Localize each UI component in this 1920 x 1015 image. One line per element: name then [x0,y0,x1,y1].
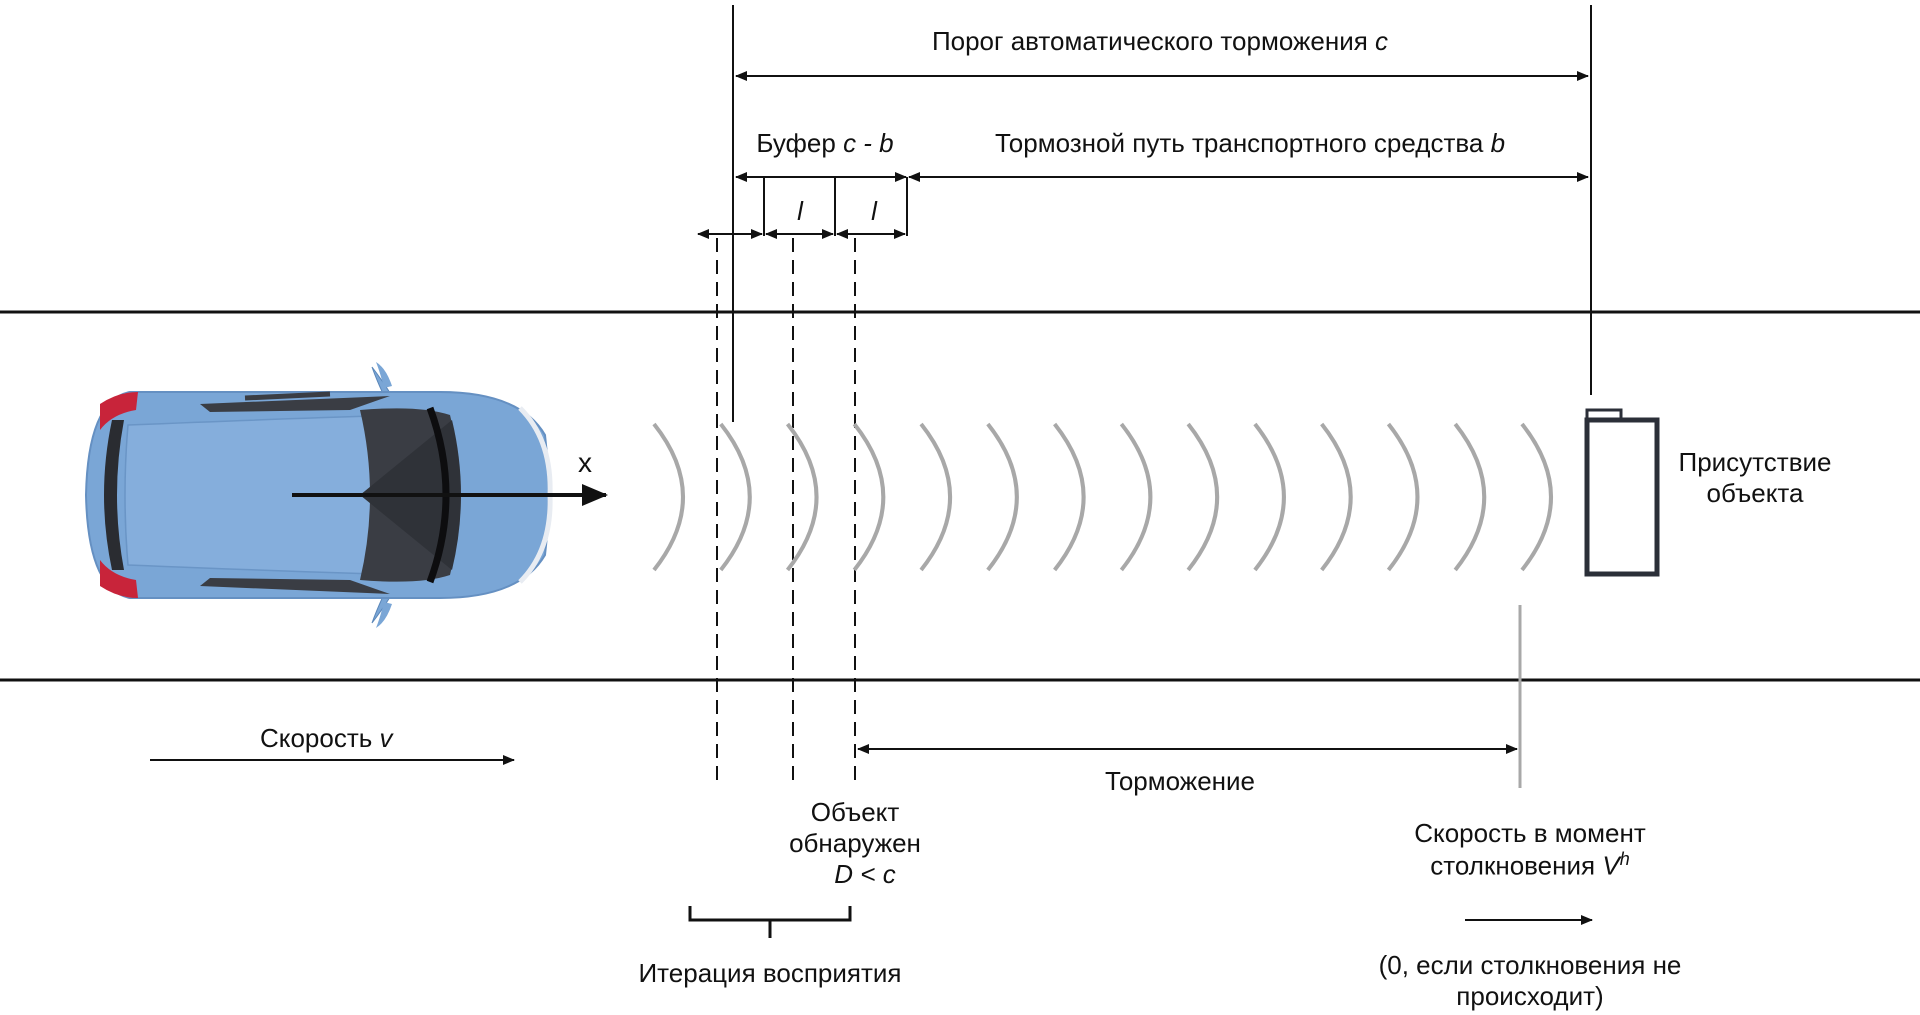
sensor-wave-arc [1453,422,1487,572]
object-presence-label: Присутствие объекта [1660,447,1850,509]
sensor-wave-arc [1520,422,1553,572]
speed-var: v [379,723,393,753]
object-detected-line-3: D < c [834,859,896,890]
buffer-label: Буфер c - b [740,128,910,159]
sensor-wave-arc [785,422,819,572]
impact-speed-sup: h [1619,849,1630,870]
sensor-wave-arc [986,422,1019,572]
sensor-wave-arc [919,422,953,572]
sensor-waves [652,422,1553,572]
speed-text: Скорость [260,723,373,753]
sensor-wave-arc [1119,422,1153,572]
object-presence-line-1: Присутствие [1678,447,1832,477]
buffer-var: c - b [843,128,894,158]
no-collision-line-2: происходит) [1456,981,1604,1012]
threshold-text: Порог автоматического торможения [931,26,1368,56]
object-presence-line-2: объекта [1706,478,1804,509]
no-collision-line-1: (0, если столкновения не [1378,950,1682,980]
sensor-wave-arc [1053,422,1086,572]
perception-iteration-label: Итерация восприятия [638,958,902,988]
interval-label-1: l [797,196,803,226]
impact-speed-line-2: столкновения [1430,850,1596,881]
sensor-wave-arc [1253,422,1286,572]
object-detected-line-1: Объект [810,797,900,827]
sensor-wave-arc [1186,422,1220,572]
sensor-wave-arc [652,422,685,572]
sensor-wave-arc [719,422,752,572]
braking-distance-text: Тормозной путь транспортного средства [994,128,1484,158]
impact-speed-line-1: Скорость в момент [1414,818,1646,848]
threshold-var: c [1375,26,1389,56]
perception-bracket [688,906,852,938]
speed-label: Скорость v [260,723,393,754]
sensor-wave-arc [1386,422,1420,572]
interval-label-2: l [871,196,877,226]
object-detected-line-2: обнаружен [789,828,921,859]
axis-x-label: x [578,447,592,478]
sensor-wave-arc [1320,422,1353,572]
braking-distance-label: Тормозной путь транспортного средства b [920,128,1580,159]
buffer-text: Буфер [756,128,836,158]
impact-speed-label: Скорость в момент столкновения Vh [1370,818,1690,882]
object-detected-label: Объект обнаружен D < c [760,797,950,891]
braking-distance-var: b [1490,128,1506,158]
object-box [1584,408,1660,577]
braking-label: Торможение [1104,766,1255,796]
no-collision-label: (0, если столкновения не происходит) [1360,950,1700,1012]
sensor-wave-arc [852,422,886,572]
impact-speed-var: V [1602,850,1620,881]
threshold-label: Порог автоматического торможения c [860,26,1460,57]
